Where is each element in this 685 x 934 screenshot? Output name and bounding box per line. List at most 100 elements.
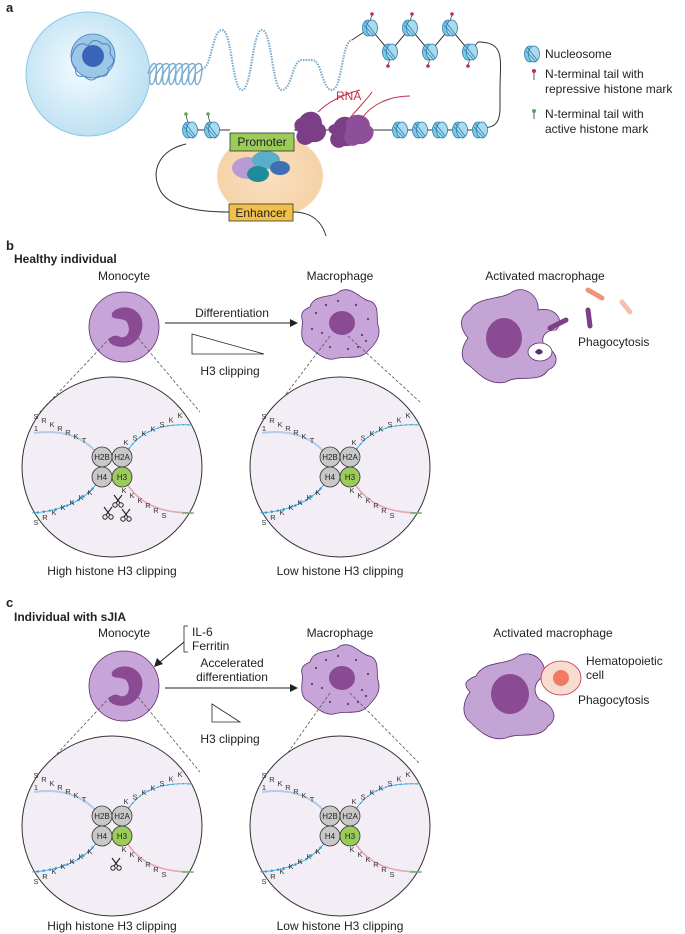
svg-text:K: K <box>177 770 182 779</box>
svg-text:K: K <box>168 775 173 784</box>
panel-c-activated-macrophage <box>463 653 582 740</box>
svg-text:H2A: H2A <box>114 812 130 821</box>
panel-b-heading: Healthy individual <box>14 252 117 266</box>
svg-text:K: K <box>141 429 146 438</box>
svg-text:R: R <box>381 865 387 874</box>
svg-text:K: K <box>396 775 401 784</box>
svg-text:K: K <box>73 791 78 800</box>
active-mark-icon <box>532 109 536 119</box>
svg-text:S: S <box>132 434 137 443</box>
svg-text:K: K <box>168 416 173 425</box>
svg-text:K: K <box>315 847 320 856</box>
svg-text:K: K <box>141 788 146 797</box>
cytokine-ferritin: Ferritin <box>192 639 229 653</box>
svg-text:K: K <box>349 845 354 854</box>
svg-text:R: R <box>41 775 47 784</box>
promoter-label: Promoter <box>237 135 286 149</box>
panel-c-heading: Individual with sJIA <box>14 610 126 624</box>
svg-text:K: K <box>78 852 83 861</box>
svg-text:H2A: H2A <box>114 453 130 462</box>
enhancer-label: Enhancer <box>235 206 286 220</box>
svg-text:K: K <box>405 770 410 779</box>
svg-text:S: S <box>360 434 365 443</box>
repressive-mark-icon <box>532 69 536 80</box>
svg-text:K: K <box>121 845 126 854</box>
panel-b: b Healthy individual Monocyte Macrophage… <box>6 238 649 578</box>
svg-text:H2B: H2B <box>322 453 338 462</box>
svg-text:K: K <box>365 496 370 505</box>
svg-text:S: S <box>33 518 38 527</box>
svg-text:K: K <box>279 508 284 517</box>
panel-b-clipping-label: H3 clipping <box>200 364 259 378</box>
dna-tail <box>292 211 327 237</box>
panel-c-clipping-wedge <box>211 703 242 723</box>
svg-text:R: R <box>373 501 379 510</box>
panel-c-phagocytosis-label: Phagocytosis <box>578 693 649 707</box>
svg-text:R: R <box>270 513 276 522</box>
svg-text:K: K <box>49 420 54 429</box>
svg-text:K: K <box>369 429 374 438</box>
svg-text:K: K <box>49 779 54 788</box>
panel-b-left-caption: High histone H3 clipping <box>47 564 176 578</box>
panel-b-letter: b <box>6 238 14 253</box>
panel-a: a Promoter <box>6 0 673 237</box>
svg-text:K: K <box>357 491 362 500</box>
svg-text:R: R <box>145 501 151 510</box>
svg-text:R: R <box>41 416 47 425</box>
svg-text:K: K <box>288 503 293 512</box>
svg-text:K: K <box>87 488 92 497</box>
rna-label: RNA <box>336 89 361 103</box>
svg-text:K: K <box>123 797 128 806</box>
panel-c-accelerated-arrow <box>290 684 298 692</box>
enhancer-box <box>228 203 294 222</box>
cytokine-arrow <box>154 658 163 667</box>
panel-a-letter: a <box>6 0 14 15</box>
svg-text:1: 1 <box>34 424 38 433</box>
panel-c-macrophage-label: Macrophage <box>307 626 374 640</box>
svg-text:K: K <box>129 850 134 859</box>
svg-text:1: 1 <box>262 424 266 433</box>
svg-text:H3: H3 <box>117 473 128 482</box>
svg-text:K: K <box>129 491 134 500</box>
svg-text:H3: H3 <box>117 832 128 841</box>
svg-text:K: K <box>297 498 302 507</box>
svg-text:H2B: H2B <box>322 812 338 821</box>
panel-c: c Individual with sJIA Monocyte Macropha… <box>6 595 663 933</box>
svg-text:S: S <box>33 412 38 421</box>
legend-active-line2: active histone mark <box>545 122 649 136</box>
cytokine-il6: IL-6 <box>192 625 213 639</box>
svg-text:1: 1 <box>262 783 266 792</box>
legend-active-line1: N-terminal tail with <box>545 107 644 121</box>
panel-a-legend: Nucleosome N-terminal tail with repressi… <box>524 45 673 136</box>
panel-c-letter: c <box>6 595 13 610</box>
svg-text:R: R <box>57 424 63 433</box>
svg-text:R: R <box>269 416 275 425</box>
panel-c-monocyte-label: Monocyte <box>98 626 150 640</box>
svg-text:K: K <box>301 432 306 441</box>
svg-text:H2B: H2B <box>94 812 110 821</box>
svg-text:R: R <box>57 783 63 792</box>
svg-text:K: K <box>297 857 302 866</box>
hematopoietic-line2: cell <box>586 668 604 682</box>
svg-text:T: T <box>82 795 87 804</box>
svg-text:K: K <box>378 425 383 434</box>
panel-c-clipping-label: H3 clipping <box>200 732 259 746</box>
svg-text:S: S <box>389 870 394 879</box>
svg-text:R: R <box>153 865 159 874</box>
panel-b-arrow-label: Differentiation <box>195 306 269 320</box>
svg-text:S: S <box>159 420 164 429</box>
cytokine-bracket <box>183 625 188 653</box>
svg-text:K: K <box>123 438 128 447</box>
svg-text:K: K <box>349 486 354 495</box>
panel-c-arrow-line2: differentiation <box>196 670 268 684</box>
svg-text:T: T <box>310 436 315 445</box>
svg-text:S: S <box>132 793 137 802</box>
svg-text:T: T <box>310 795 315 804</box>
panel-b-right-caption: Low histone H3 clipping <box>277 564 404 578</box>
svg-text:R: R <box>42 513 48 522</box>
chromatin-ball <box>70 33 116 81</box>
